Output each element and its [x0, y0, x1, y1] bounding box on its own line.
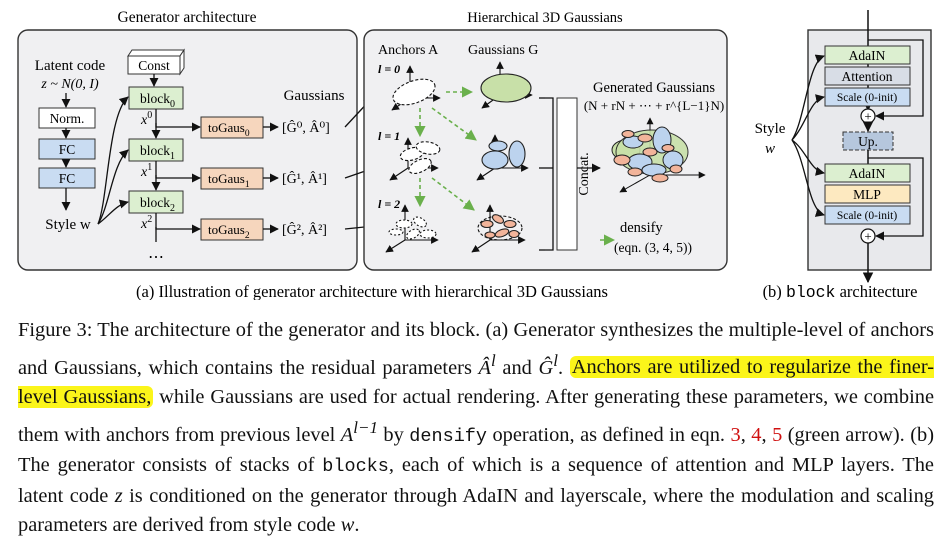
attention-label: Attention: [842, 69, 893, 84]
figure-3: Generator architecture Latent code z ~ N…: [17, 9, 932, 300]
norm-box: [38, 107, 96, 129]
style-w-label: Style w: [45, 217, 91, 233]
fc-box-2: [38, 167, 96, 189]
hierarchical-title: Hierarchical 3D Gaussians: [467, 10, 623, 26]
gaussians-level-0: [480, 61, 533, 109]
latent-code-label: Latent code: [35, 58, 106, 74]
anchors-level-0: [391, 65, 441, 111]
generated-gaussians-label: Generated Gaussians: [593, 80, 715, 96]
block-2: block2: [128, 190, 184, 214]
level-2-label: l = 2: [378, 197, 400, 211]
style-label-b: Style: [755, 121, 786, 137]
gaussians-header: Gaussians G: [468, 43, 538, 58]
output-0: [Ĝ⁰, Â⁰]: [282, 119, 330, 136]
output-2: [Ĝ², Â²]: [282, 221, 327, 238]
gaussians-level-2: [471, 204, 526, 253]
ellipsis: ⋯: [148, 249, 164, 266]
scale-label-1: Scale (0-init): [837, 92, 898, 104]
adain-box-2: [824, 163, 911, 183]
hierarchical-panel: [363, 29, 728, 271]
gaussians-col-label: Gaussians: [284, 88, 345, 104]
style-var-b: w: [765, 141, 775, 157]
scale-box-2: [824, 205, 911, 225]
mlp-label: MLP: [853, 187, 881, 202]
generated-gaussians-cluster: [611, 117, 706, 193]
svg-text:+: +: [864, 109, 871, 124]
togaus-1: toGaus1: [200, 167, 264, 190]
x1-label: x1: [140, 162, 152, 180]
svg-text:toGaus1: toGaus1: [208, 171, 250, 190]
level-0-label: l = 0: [378, 62, 400, 76]
subcaption-a: (a) Illustration of generator architectu…: [136, 282, 608, 300]
norm-label: Norm.: [50, 111, 85, 126]
concat-box: [556, 97, 578, 251]
fc-label-1: FC: [59, 142, 76, 157]
fc-label-2: FC: [59, 171, 76, 186]
svg-text:block2: block2: [140, 195, 175, 214]
generator-title: Generator architecture: [118, 9, 257, 26]
x0-label: x0: [140, 110, 152, 128]
subcaption-b: (b) block architecture: [763, 282, 918, 300]
mlp-box: [824, 184, 911, 204]
equation-ref-5[interactable]: 5: [772, 423, 783, 446]
svg-text:block0: block0: [140, 91, 175, 110]
figure-caption: Figure 3: The architecture of the genera…: [18, 319, 934, 537]
equation-ref-4[interactable]: 4: [751, 423, 762, 446]
densify-eq-label: (eqn. (3, 4, 5)): [614, 240, 692, 255]
anchors-header: Anchors A: [378, 43, 439, 58]
svg-text:toGaus2: toGaus2: [208, 222, 250, 241]
latent-dist-label: z ~ N(0, I): [40, 77, 99, 92]
svg-text:block1: block1: [140, 143, 175, 162]
concat-label: Concat.: [577, 152, 592, 195]
togaus-0: toGaus0: [200, 116, 264, 139]
generator-panel: [17, 29, 358, 271]
adain-box-1: [824, 45, 911, 65]
gaussians-level-1: [476, 134, 529, 181]
adain-label-1: AdaIN: [849, 48, 886, 63]
anchors-level-2: [385, 204, 439, 253]
adain-label-2: AdaIN: [849, 166, 886, 181]
x2-label: x2: [140, 214, 152, 232]
upsample-label: Up.: [858, 134, 878, 149]
attention-box: [824, 66, 911, 86]
anchors-level-1: [389, 137, 441, 181]
block-1: block1: [128, 138, 184, 162]
output-1: [Ĝ¹, Â¹]: [282, 170, 327, 187]
svg-text:toGaus0: toGaus0: [208, 120, 250, 139]
scale-label-2: Scale (0-init): [837, 210, 898, 222]
block-0: block0: [128, 86, 184, 110]
densify-label: densify: [620, 220, 663, 236]
const-label: Const: [138, 58, 170, 73]
togaus-2: toGaus2: [200, 218, 264, 241]
generated-count-label: (N + rN + ⋯ + r^{L−1}N): [584, 98, 724, 113]
level-1-label: l = 1: [378, 129, 400, 143]
equation-ref-3[interactable]: 3: [730, 423, 741, 446]
scale-box-1: [824, 87, 911, 107]
svg-text:+: +: [864, 229, 871, 244]
